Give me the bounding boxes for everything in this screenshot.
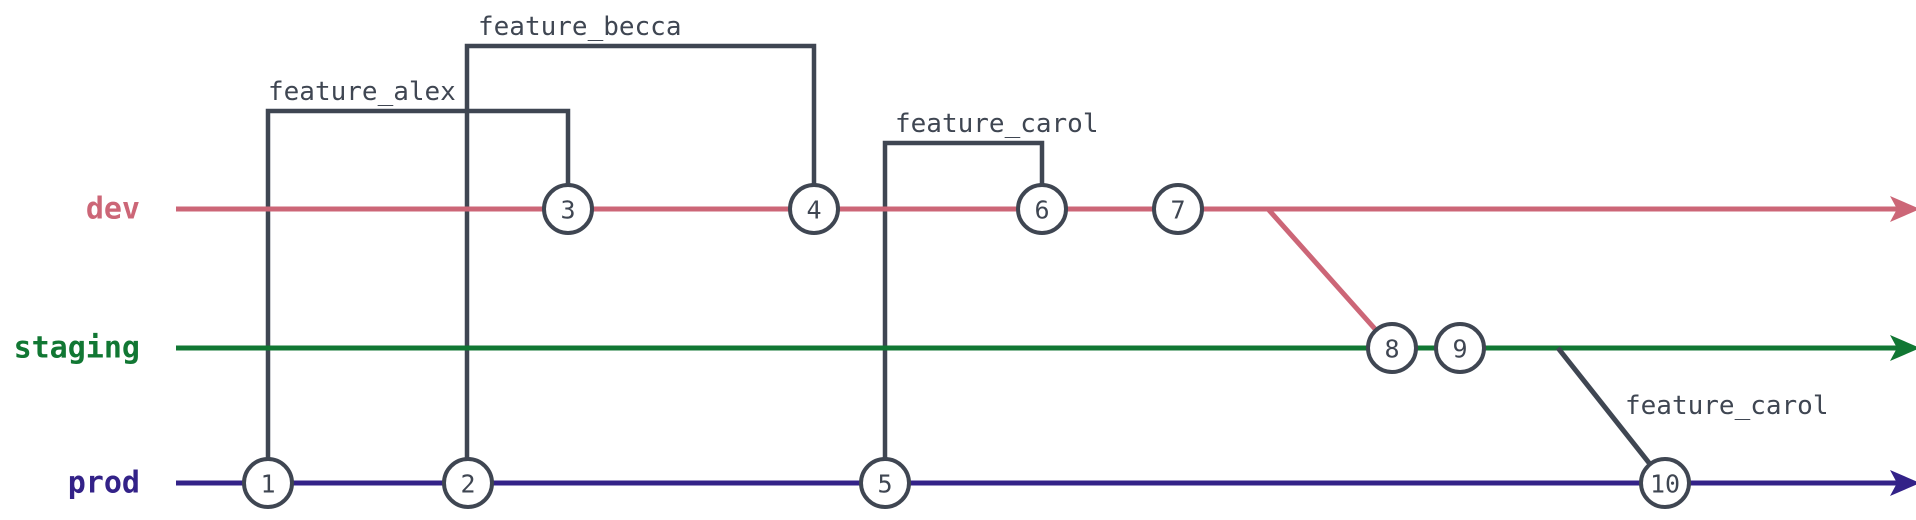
commit-number-3: 3 xyxy=(560,196,575,225)
commit-circle-6[interactable] xyxy=(1016,183,1068,235)
branch-label-layer: feature_alexfeature_beccafeature_carolfe… xyxy=(268,12,1829,421)
commit-number-7: 7 xyxy=(1170,196,1185,225)
commit-node-3[interactable]: 3 xyxy=(542,183,594,235)
commit-circle-8[interactable] xyxy=(1366,322,1418,374)
lane-label-dev: dev xyxy=(86,192,140,227)
merge-line-staging-to-prod xyxy=(1556,346,1667,485)
commit-node-9[interactable]: 9 xyxy=(1434,322,1486,374)
feature-branch-feature_alex xyxy=(265,108,571,483)
commit-number-8: 8 xyxy=(1384,335,1399,364)
commit-number-9: 9 xyxy=(1452,335,1467,364)
feature-branch-feature_carol xyxy=(882,140,1045,483)
lane-line-layer xyxy=(176,196,1916,496)
commit-node-10[interactable]: 10 xyxy=(1639,457,1691,509)
commit-number-10: 10 xyxy=(1650,470,1680,499)
commit-circle-3[interactable] xyxy=(542,183,594,235)
commit-circle-7[interactable] xyxy=(1152,183,1204,235)
lane-label-prod: prod xyxy=(68,466,140,501)
commit-number-5: 5 xyxy=(877,470,892,499)
branch-label-feature_alex: feature_alex xyxy=(268,77,456,107)
commit-circle-9[interactable] xyxy=(1434,322,1486,374)
lane-label-layer: dev staging prod xyxy=(14,192,140,501)
commit-number-1: 1 xyxy=(260,470,275,499)
commit-number-2: 2 xyxy=(460,470,475,499)
feature-branch-layer xyxy=(265,43,1045,483)
commit-node-4[interactable]: 4 xyxy=(788,183,840,235)
commit-node-6[interactable]: 6 xyxy=(1016,183,1068,235)
commit-circle-1[interactable] xyxy=(242,457,294,509)
lane-label-staging: staging xyxy=(14,331,140,366)
branch-label-feature_carol: feature_carol xyxy=(895,109,1099,139)
merge-label-staging-to-prod: feature_carol xyxy=(1625,391,1829,421)
commit-circle-10[interactable] xyxy=(1639,457,1691,509)
commit-node-1[interactable]: 1 xyxy=(242,457,294,509)
merge-line-dev-to-staging xyxy=(1266,207,1394,350)
branch-label-feature_becca: feature_becca xyxy=(478,12,682,42)
commit-number-6: 6 xyxy=(1034,196,1049,225)
merge-line-layer xyxy=(1266,207,1667,485)
commit-number-4: 4 xyxy=(806,196,821,225)
commit-node-8[interactable]: 8 xyxy=(1366,322,1418,374)
commit-circle-5[interactable] xyxy=(859,457,911,509)
commit-node-5[interactable]: 5 xyxy=(859,457,911,509)
feature-branch-feature_becca xyxy=(464,43,817,483)
commit-node-2[interactable]: 2 xyxy=(442,457,494,509)
commit-node-7[interactable]: 7 xyxy=(1152,183,1204,235)
commit-circle-4[interactable] xyxy=(788,183,840,235)
commit-circle-2[interactable] xyxy=(442,457,494,509)
commit-node-layer: 1 2 3 4 5 6 7 8 9 10 xyxy=(242,183,1691,509)
